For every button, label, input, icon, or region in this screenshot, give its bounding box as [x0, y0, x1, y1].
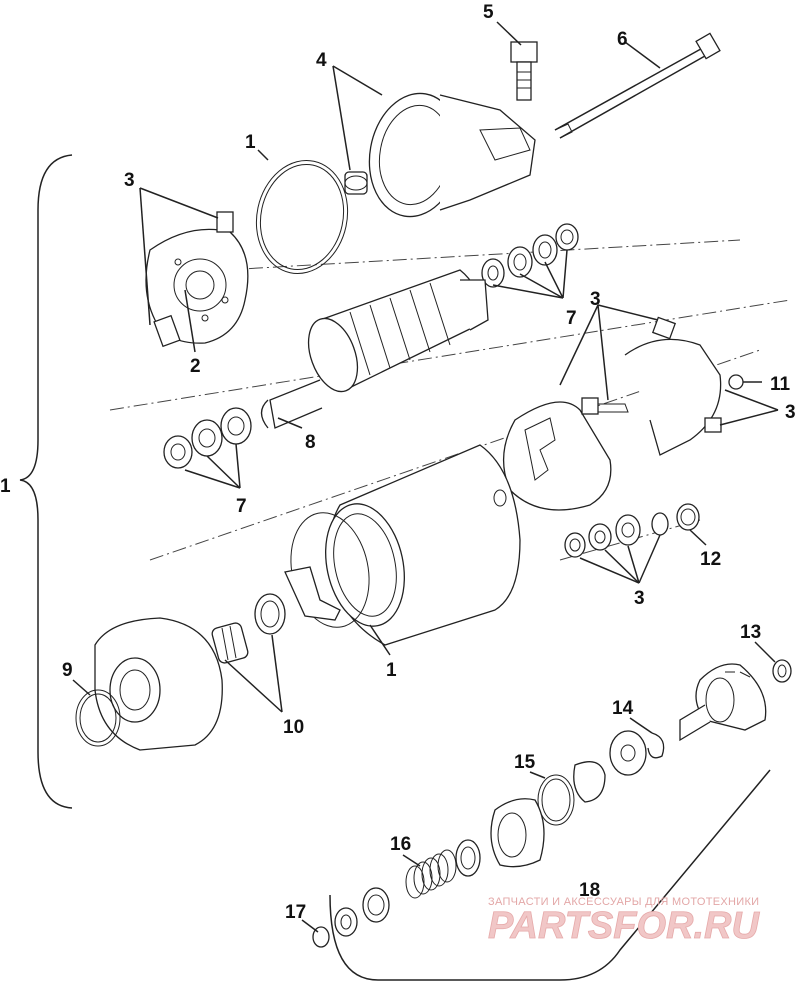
callout-17: 17: [285, 902, 306, 923]
callout-4: 4: [316, 50, 327, 71]
spring-16: [405, 849, 457, 899]
watermark-subtitle: ЗАПЧАСТИ И АКСЕССУАРЫ ДЛЯ МОТОТЕХНИКИ: [488, 896, 759, 908]
callout-8: 8: [305, 432, 316, 453]
callout-6: 6: [617, 29, 628, 50]
clip-14: [573, 730, 665, 803]
callout-11: 11: [770, 374, 791, 395]
stop-ring-17: [312, 887, 390, 948]
callout-3-bottom: 3: [634, 588, 645, 609]
brush-holder-plate: [145, 211, 249, 348]
front-cover: [75, 617, 223, 751]
callout-1-top: 1: [245, 132, 256, 153]
o-ring-top: [255, 159, 349, 275]
callout-9: 9: [62, 660, 73, 681]
o-ring-9: [75, 689, 121, 747]
callout-7-bottom: 7: [236, 496, 247, 517]
ring-15: [537, 774, 575, 826]
callout-12: 12: [700, 549, 721, 570]
callout-7-top: 7: [566, 308, 577, 329]
field-housing: [284, 444, 521, 646]
callout-15: 15: [514, 752, 536, 773]
callout-1-bottom: 1: [386, 660, 397, 681]
callout-10: 10: [283, 717, 304, 738]
callout-13: 13: [740, 622, 761, 643]
leader-lines: [72, 21, 779, 933]
callout-1-left: 1: [0, 476, 11, 497]
callout-3-right: 3: [785, 402, 796, 423]
brushes-right: [581, 316, 744, 456]
armature: [260, 269, 489, 429]
callout-2: 2: [190, 356, 201, 377]
brush-cover: [502, 401, 612, 511]
callout-18: 18: [579, 880, 600, 901]
callout-3-right-top: 3: [590, 289, 601, 310]
washers-top: [481, 223, 579, 288]
washers-3-bottom: [564, 503, 700, 558]
through-bolt-6: [554, 32, 721, 139]
gear-shaft-13: [679, 659, 792, 742]
group-1-brace: [19, 154, 73, 809]
callout-16: 16: [390, 834, 411, 855]
watermark: ЗАПЧАСТИ И АКСЕССУАРЫ ДЛЯ МОТОТЕХНИКИ PA…: [488, 896, 761, 947]
callout-labels: 5 6 4 1 3 2 7 3 11 3 8 1 7 12 3 13 1 9 1…: [0, 2, 796, 923]
pinion-gear: [455, 798, 545, 877]
rear-end-cover: [344, 92, 536, 218]
watermark-brand: PARTSFOR.RU: [488, 905, 760, 947]
bearing-10: [211, 593, 286, 664]
callout-5: 5: [483, 2, 494, 23]
callout-3-topleft: 3: [124, 170, 135, 191]
bolt-5: [510, 41, 538, 101]
callout-14: 14: [612, 698, 634, 719]
group-18-brace: [329, 769, 771, 981]
